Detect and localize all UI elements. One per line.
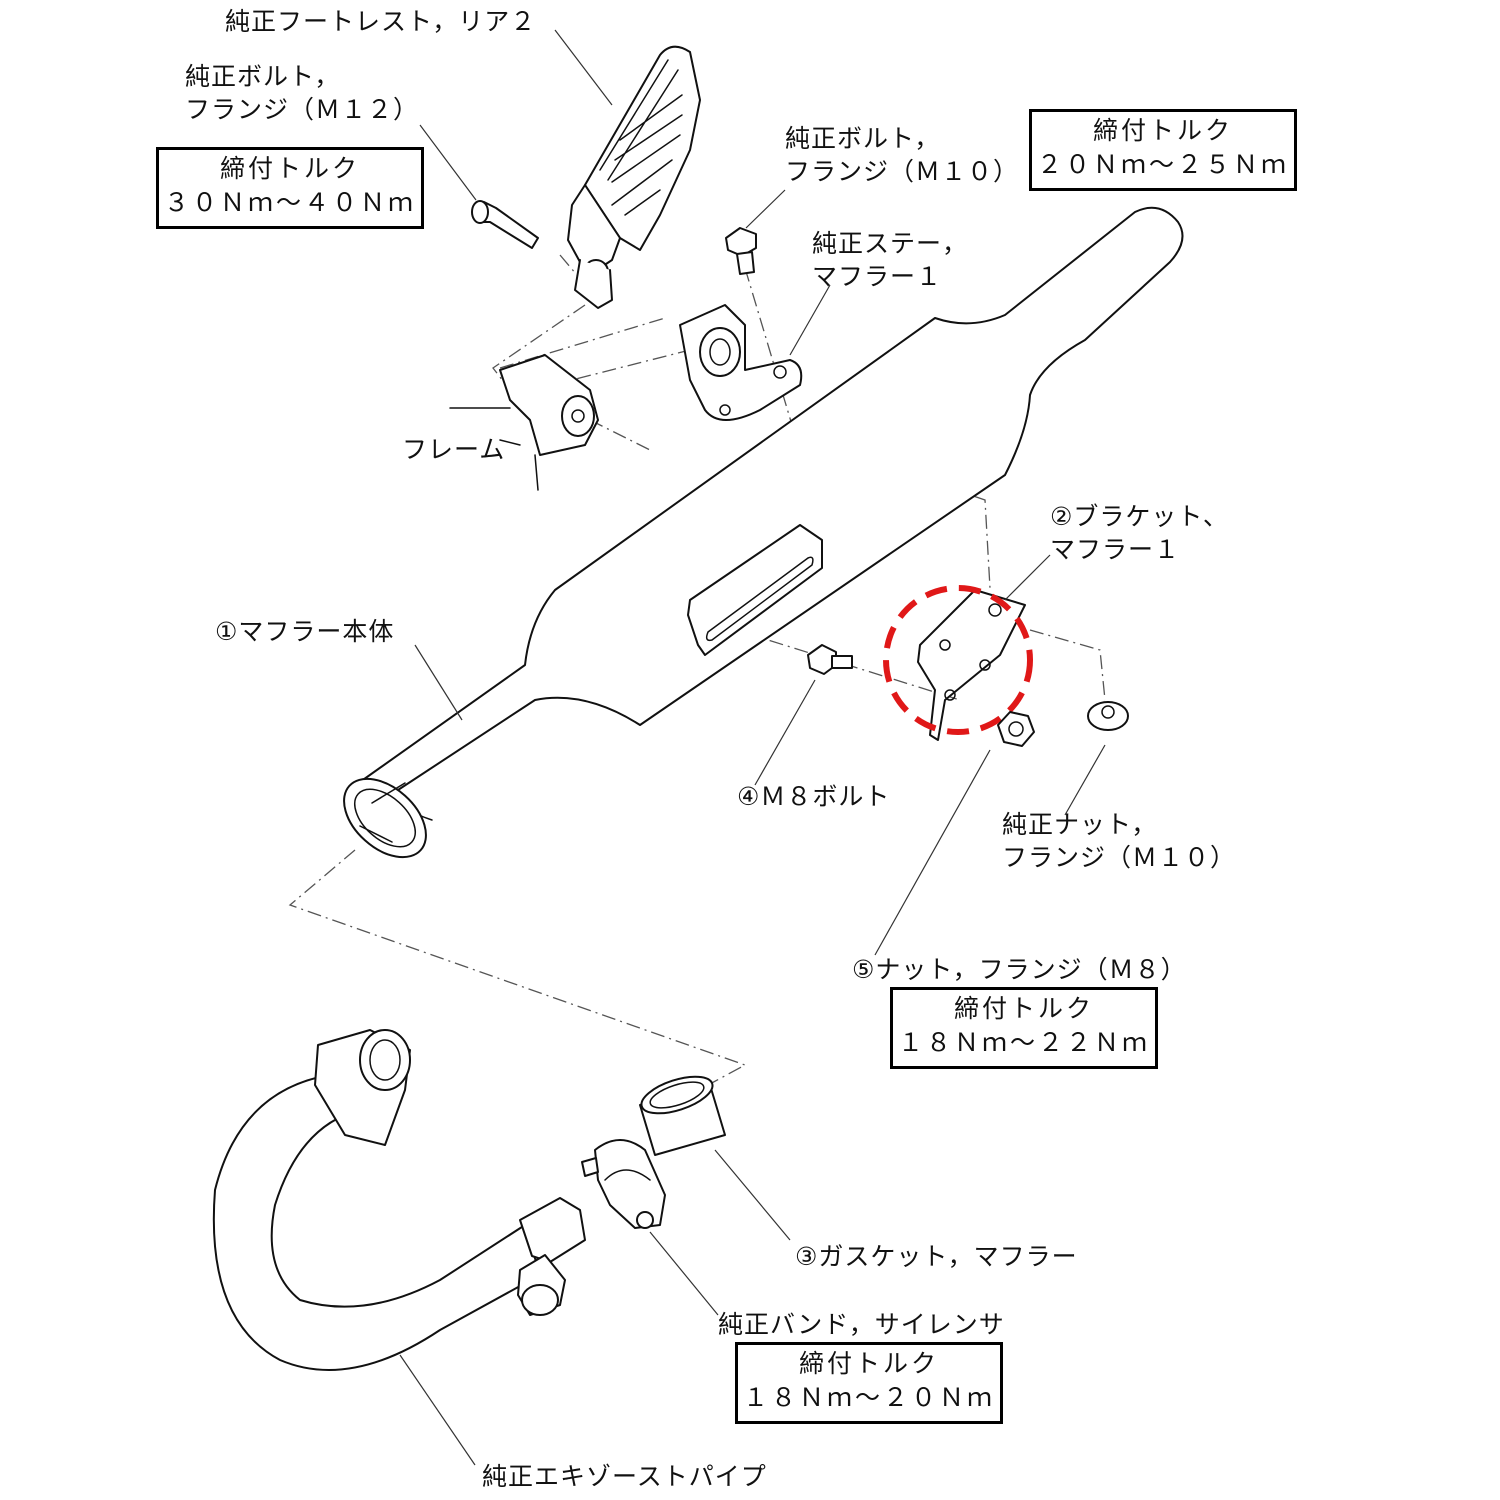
- label-nut-m10-line2: フランジ（Ｍ１０）: [1002, 843, 1237, 872]
- torque-box-band-value: １８Ｎｍ～２０Ｎｍ: [742, 1383, 995, 1412]
- torque-box-m10: 締付トルク ２０Ｎｍ～２５Ｎｍ: [1029, 109, 1297, 191]
- bolt-m8-drawing: [807, 644, 853, 675]
- label-nut-m10: 純正ナット， フランジ（Ｍ１０）: [1002, 808, 1236, 874]
- stay-drawing: [679, 304, 803, 421]
- label-bracket: ②ブラケット、 マフラー１: [1050, 500, 1229, 566]
- nut-m8-drawing: [997, 711, 1035, 747]
- bracket-highlight-circle: [883, 585, 1033, 735]
- exhaust-pipe-drawing: [212, 1029, 586, 1371]
- torque-box-band-title: 締付トルク: [798, 1349, 939, 1378]
- torque-box-m10-value: ２０Ｎｍ～２５Ｎｍ: [1036, 150, 1289, 179]
- leader-lines: [399, 29, 1106, 1466]
- nut-m10-drawing: [1087, 701, 1129, 731]
- label-bolt-m12-line2: フランジ（Ｍ１２）: [185, 95, 420, 124]
- label-stay-line1: 純正ステー，: [812, 229, 969, 258]
- torque-box-m8: 締付トルク １８Ｎｍ～２２Ｎｍ: [890, 987, 1158, 1069]
- assembly-lines: [288, 254, 1106, 1086]
- label-bolt-m12-line1: 純正ボルト，: [185, 62, 341, 91]
- torque-box-m12-value: ３０Ｎｍ～４０Ｎｍ: [163, 188, 416, 217]
- footrest-drawing: [567, 45, 701, 309]
- bolt-m12-drawing: [471, 200, 539, 249]
- label-m8-bolt: ④Ｍ８ボルト: [737, 782, 891, 811]
- label-bolt-m10-line2: フランジ（Ｍ１０）: [785, 157, 1020, 186]
- label-band: 純正バンド，サイレンサ: [718, 1310, 1005, 1339]
- band-drawing: [581, 1139, 666, 1229]
- muffler-body-drawing: [343, 206, 1184, 859]
- label-muffler-body: ①マフラー本体: [215, 617, 395, 646]
- label-bolt-m12: 純正ボルト， フランジ（Ｍ１２）: [185, 60, 419, 126]
- torque-box-m10-title: 締付トルク: [1092, 116, 1233, 145]
- label-nut-m8: ⑤ナット，フランジ（Ｍ８）: [852, 955, 1187, 984]
- frame-drawing: [449, 354, 599, 491]
- label-nut-m10-line1: 純正ナット，: [1002, 810, 1158, 839]
- torque-box-m8-title: 締付トルク: [953, 994, 1094, 1023]
- label-stay-line2: マフラー１: [812, 262, 943, 291]
- torque-box-m8-value: １８Ｎｍ～２２Ｎｍ: [897, 1028, 1150, 1057]
- label-exhaust-pipe: 純正エキゾーストパイプ: [482, 1462, 767, 1491]
- label-bolt-m10: 純正ボルト， フランジ（Ｍ１０）: [785, 122, 1019, 188]
- label-bolt-m10-line1: 純正ボルト，: [785, 124, 941, 153]
- gasket-drawing: [639, 1075, 726, 1156]
- torque-box-m12-title: 締付トルク: [219, 154, 360, 183]
- bracket-drawing: [917, 589, 1026, 741]
- label-bracket-line2: マフラー１: [1050, 535, 1181, 564]
- torque-box-m12: 締付トルク ３０Ｎｍ～４０Ｎｍ: [156, 147, 424, 229]
- label-frame: フレーム: [402, 435, 506, 464]
- label-bracket-line1: ②ブラケット、: [1050, 502, 1229, 531]
- bolt-m10-drawing: [725, 227, 757, 275]
- label-stay: 純正ステー， マフラー１: [812, 227, 968, 293]
- torque-box-band: 締付トルク １８Ｎｍ～２０Ｎｍ: [735, 1342, 1003, 1424]
- label-footrest: 純正フートレスト，リア２: [225, 7, 537, 36]
- label-gasket: ③ガスケット，マフラー: [795, 1242, 1078, 1271]
